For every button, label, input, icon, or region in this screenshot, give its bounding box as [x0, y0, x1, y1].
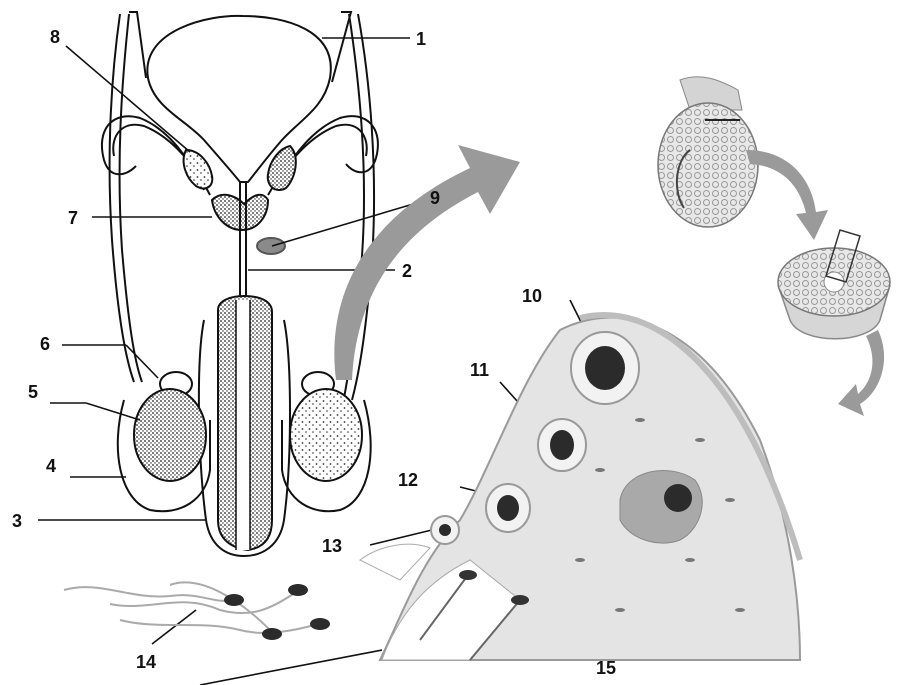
- label-5: 5: [28, 382, 38, 402]
- label-15: 15: [596, 658, 616, 678]
- testis-right: [290, 389, 362, 481]
- cell-11: [538, 419, 586, 471]
- label-2: 2: [402, 261, 412, 281]
- label-4: 4: [46, 456, 56, 476]
- ureter-left: [129, 12, 146, 78]
- seminal-vesicle-left: [184, 150, 213, 188]
- vas-deferens-left: [102, 14, 210, 382]
- cell-13: [431, 516, 459, 544]
- cell-10: [571, 332, 639, 404]
- label-14: 14: [136, 652, 156, 672]
- sperm-cells: [64, 582, 330, 640]
- label-8: 8: [50, 27, 60, 47]
- bulbourethral-gland: [257, 238, 285, 254]
- testis-left: [134, 389, 206, 481]
- label-7: 7: [68, 208, 78, 228]
- label-12: 12: [398, 470, 418, 490]
- organ-system: [102, 12, 378, 556]
- cell-12: [486, 484, 530, 532]
- label-3: 3: [12, 511, 22, 531]
- testis-section: [658, 77, 758, 227]
- bladder: [147, 16, 330, 182]
- vas-deferens-right: [268, 14, 378, 400]
- label-10: 10: [522, 286, 542, 306]
- curved-arrow-1: [746, 150, 828, 240]
- label-11: 11: [470, 360, 489, 380]
- label-13: 13: [322, 536, 342, 556]
- seminiferous-tubule: [778, 230, 890, 339]
- urethra-core: [236, 300, 250, 550]
- label-9: 9: [430, 188, 440, 208]
- ureter-right: [332, 12, 351, 82]
- label-1: 1: [416, 29, 426, 49]
- label-6: 6: [40, 334, 50, 354]
- curved-arrow-2: [838, 330, 884, 416]
- cell-15-sertoli: [620, 470, 702, 543]
